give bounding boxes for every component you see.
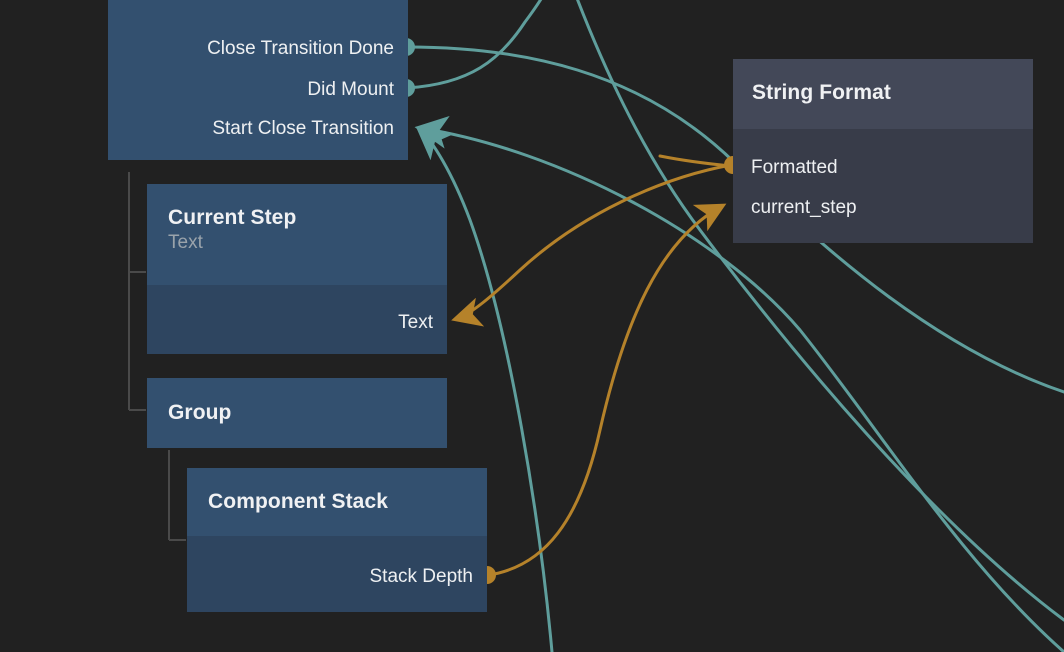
node-string-format[interactable]: String Format Formatted current_step xyxy=(733,59,1033,243)
port-label-text[interactable]: Text xyxy=(398,312,433,333)
node-scene-root[interactable]: Close Transition Done Did Mount Start Cl… xyxy=(108,0,408,160)
node-title: Current Step xyxy=(168,206,297,229)
port-label-start-close-transition[interactable]: Start Close Transition xyxy=(212,118,394,139)
wire-did-mount xyxy=(405,0,543,90)
node-component-stack-header: Component Stack xyxy=(187,468,487,536)
node-title: String Format xyxy=(752,81,891,104)
node-title: Component Stack xyxy=(208,490,389,513)
node-current-step-header: Current Step Text xyxy=(147,184,447,285)
port-label-formatted[interactable]: Formatted xyxy=(751,157,838,178)
node-scene-root-header xyxy=(108,0,408,160)
node-title: Group xyxy=(168,401,232,424)
node-group-header: Group xyxy=(147,378,447,448)
port-label-did-mount[interactable]: Did Mount xyxy=(307,79,394,100)
node-current-step-body xyxy=(147,285,447,354)
node-subtitle: Text xyxy=(168,232,203,254)
node-string-format-body xyxy=(733,129,1033,243)
node-component-stack[interactable]: Component Stack Stack Depth xyxy=(187,468,487,612)
node-current-step[interactable]: Current Step Text Text xyxy=(147,184,447,354)
port-label-close-transition-done[interactable]: Close Transition Done xyxy=(207,38,394,59)
node-string-format-header: String Format xyxy=(733,59,1033,129)
wire-formatted-stub xyxy=(658,154,733,168)
node-group[interactable]: Group xyxy=(147,378,447,448)
port-label-current-step-var[interactable]: current_step xyxy=(751,197,857,218)
wire-stack-depth-to-current-step xyxy=(487,203,727,577)
wire-formatted-to-text xyxy=(451,163,733,327)
port-label-stack-depth[interactable]: Stack Depth xyxy=(369,566,474,587)
